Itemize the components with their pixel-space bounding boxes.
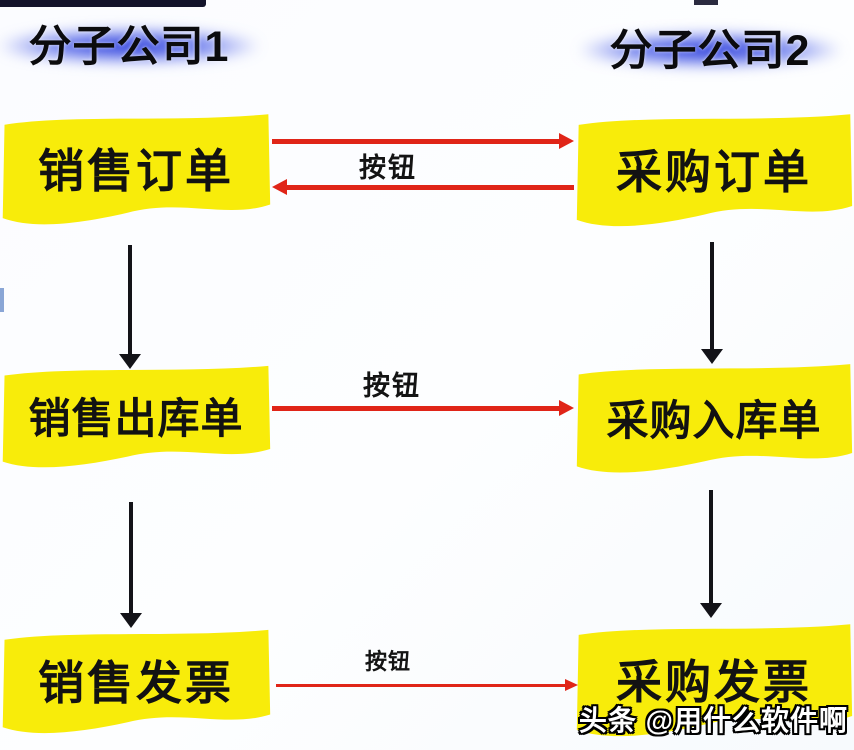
flow-box-label: 销售出库单 [28, 394, 244, 442]
arrow-shaft [276, 684, 565, 687]
top-edge-artifact-dash [694, 0, 718, 5]
flow-box-sales-order: 销售订单 [0, 110, 272, 236]
arrow-down-delivery-to-sales-invoice [119, 502, 143, 628]
button-label-row3: 按钮 [364, 649, 411, 674]
flow-box-label: 采购订单 [616, 146, 812, 198]
flow-box-purchase-invoice: 采购发票 [574, 620, 854, 748]
flow-box-sales-delivery-note: 销售出库单 [0, 362, 272, 478]
arrow-right-head-icon [565, 679, 578, 691]
arrow-left-head-icon [272, 179, 287, 195]
arrow-down-head-icon [700, 603, 722, 618]
arrow-down-receipt-to-purchase-invoice [699, 490, 723, 618]
arrow-shaft [128, 245, 132, 355]
arrow-down-head-icon [701, 349, 723, 364]
title-glow-left [0, 29, 258, 63]
arrow-sales-invoice-to-purchase-invoice [276, 677, 578, 693]
arrow-shaft [710, 242, 714, 350]
arrow-purchase-to-sales-order [272, 179, 574, 195]
watermark: 头条 @用什么软件啊 [578, 705, 848, 736]
wave-shape [2, 629, 271, 734]
arrow-down-purchase-order-to-receipt [700, 242, 724, 364]
button-label-row1: 按钮 [359, 153, 417, 183]
wave-shape [576, 114, 853, 227]
arrow-shaft [272, 405, 561, 411]
company-title-right-text: 分子公司2 [609, 27, 811, 75]
title-glow-right [580, 33, 840, 67]
arrow-shaft [285, 184, 574, 190]
flow-box-sales-invoice: 销售发票 [0, 626, 272, 744]
arrow-delivery-to-receipt [272, 400, 574, 416]
wave-shape [2, 114, 271, 225]
company-title-right: 分子公司2 [580, 16, 840, 82]
arrow-right-head-icon [559, 400, 574, 416]
wave-shape [2, 365, 271, 468]
wave-shape [576, 624, 853, 737]
arrow-down-head-icon [120, 613, 142, 628]
left-edge-artifact-tick [0, 288, 4, 312]
flow-box-label: 销售订单 [38, 145, 234, 197]
arrow-down-head-icon [119, 354, 141, 369]
company-title-left-text: 分子公司1 [28, 23, 230, 71]
flow-box-purchase-receipt-note: 采购入库单 [574, 360, 854, 484]
arrow-shaft [709, 490, 713, 604]
arrow-down-sales-order-to-delivery [118, 245, 142, 369]
arrow-shaft [129, 502, 133, 614]
flow-box-label: 销售发票 [38, 657, 234, 709]
wave-shape [576, 364, 853, 473]
flow-box-label: 采购发票 [616, 656, 812, 708]
flow-box-purchase-order: 采购订单 [574, 110, 854, 238]
company-title-left: 分子公司1 [0, 12, 258, 78]
arrow-sales-to-purchase-order [272, 133, 574, 149]
top-edge-artifact-bar [0, 0, 206, 7]
button-label-row2: 按钮 [363, 371, 421, 401]
arrow-right-head-icon [559, 133, 574, 149]
flow-box-label: 采购入库单 [606, 396, 822, 444]
arrow-shaft [272, 138, 561, 144]
